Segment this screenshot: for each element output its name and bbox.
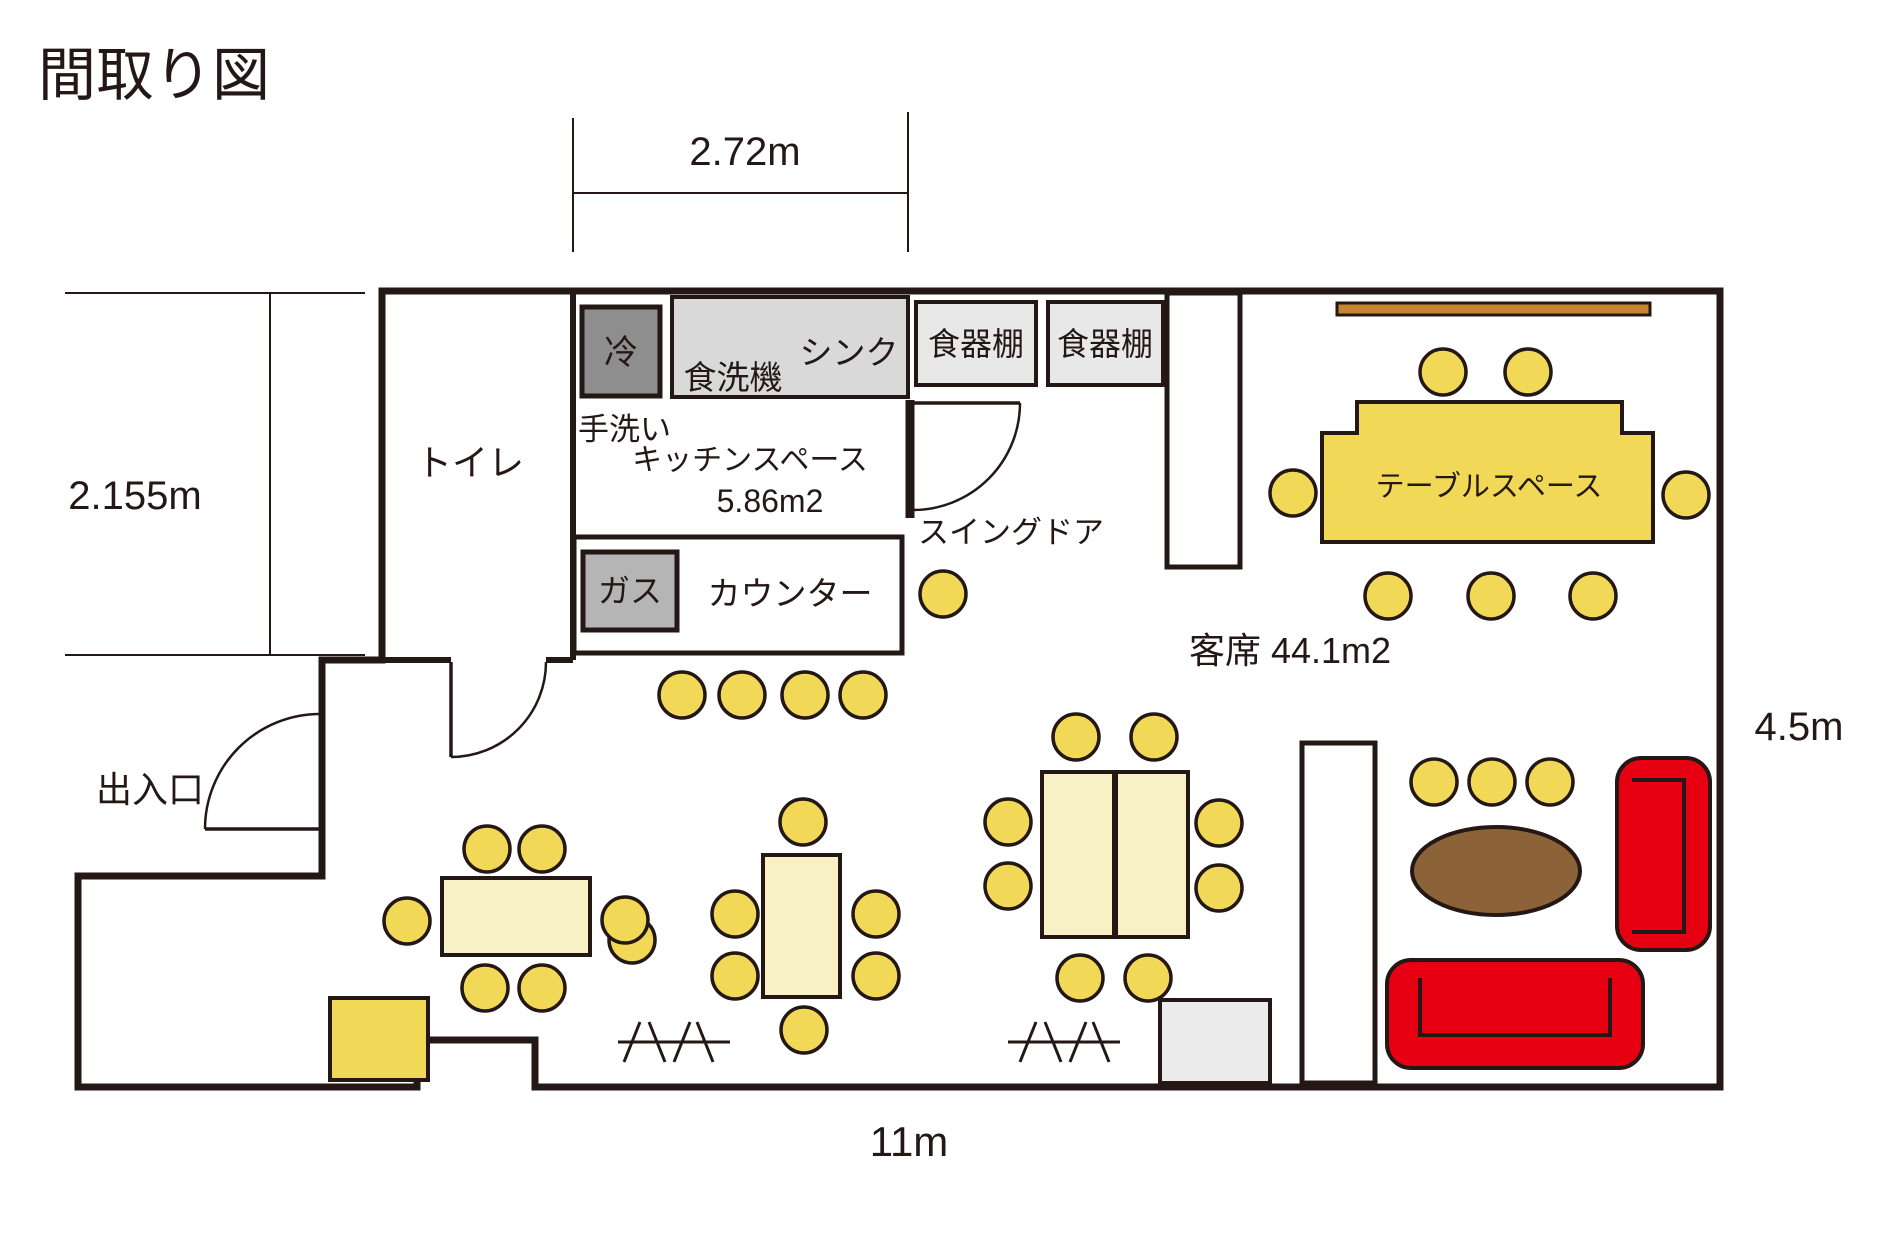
- hatch-left: [618, 1021, 730, 1063]
- chair: [710, 889, 760, 939]
- chair: [460, 963, 510, 1013]
- page-title: 間取り図: [38, 43, 270, 108]
- chair: [382, 896, 432, 946]
- chair: [1055, 953, 1105, 1003]
- dimension-right-label: 4.5m: [1755, 705, 1844, 749]
- chair: [838, 670, 888, 720]
- hand-wash-label: 手洗い: [578, 412, 671, 447]
- service-box-gray: [1158, 998, 1272, 1085]
- chair: [779, 1005, 829, 1055]
- chair: [657, 670, 707, 720]
- kitchen-name-label: キッチンスペース: [632, 444, 868, 477]
- swing-door-label: スイングドア: [918, 515, 1104, 550]
- cupboard-box-2: [1046, 300, 1165, 387]
- chair: [1051, 712, 1101, 762]
- dimension-top: 2.72m: [572, 112, 909, 252]
- toilet-door: [449, 661, 548, 759]
- table-space: [1320, 400, 1655, 544]
- dining-table-2: [761, 853, 842, 999]
- pillar-top: [1164, 290, 1243, 570]
- chairs: [382, 347, 1711, 1055]
- fridge-label: 冷: [604, 334, 638, 372]
- oval-table: [1410, 825, 1582, 917]
- chair: [1129, 712, 1179, 762]
- chair: [1418, 347, 1468, 397]
- swing-door: スイングドア: [905, 400, 1104, 550]
- toilet-label: トイレ: [416, 442, 524, 483]
- dining-table-1: [440, 876, 592, 957]
- entrance-label: 出入口: [96, 769, 204, 810]
- fridge-box: [579, 304, 663, 399]
- chair: [918, 569, 968, 619]
- chair: [462, 824, 512, 874]
- dining-table-3: [1040, 770, 1190, 939]
- sofa-bottom: [1385, 958, 1645, 1070]
- chair: [1568, 571, 1618, 621]
- chair: [778, 797, 828, 847]
- dimension-left-label: 2.155m: [68, 474, 201, 518]
- gas-box: [580, 549, 680, 633]
- sofa-right: [1615, 756, 1712, 952]
- chair: [851, 951, 901, 1001]
- chair: [1363, 571, 1413, 621]
- cupboard-label-2: 食器棚: [1057, 326, 1153, 362]
- chair: [710, 951, 760, 1001]
- chair: [1194, 798, 1244, 848]
- chair: [780, 670, 830, 720]
- chair: [600, 895, 650, 945]
- kitchen-area-label: 5.86m2: [717, 483, 824, 519]
- service-box-yellow: [328, 996, 430, 1082]
- chair: [1525, 757, 1575, 807]
- dimension-bottom-label: 11m: [870, 1118, 949, 1165]
- chair: [517, 824, 567, 874]
- chair: [1409, 757, 1459, 807]
- toilet-room: トイレ: [382, 291, 576, 759]
- gas-label: ガス: [598, 573, 662, 609]
- chair: [851, 889, 901, 939]
- chair: [1661, 470, 1711, 520]
- chair: [1123, 953, 1173, 1003]
- seating-area-label: 客席 44.1m2: [1189, 630, 1391, 671]
- chair: [1467, 757, 1517, 807]
- wall-counter-bar: [1335, 301, 1652, 317]
- hatch-right: [1008, 1021, 1120, 1063]
- dimension-top-label: 2.72m: [689, 130, 800, 174]
- chair: [1194, 863, 1244, 913]
- chair: [1503, 347, 1553, 397]
- chair: [983, 861, 1033, 911]
- counter-label: カウンター: [708, 575, 873, 612]
- entrance-door: 出入口: [96, 712, 321, 831]
- cupboard-label-1: 食器棚: [928, 326, 1024, 362]
- chair: [517, 963, 567, 1013]
- dishwasher-label: 食洗機: [684, 359, 783, 396]
- sink-dishwasher-box: [670, 295, 910, 399]
- chair: [1268, 468, 1318, 518]
- cupboard-box-1: [914, 300, 1038, 387]
- dimension-left: 2.155m: [65, 292, 365, 656]
- chair: [983, 797, 1033, 847]
- chair: [717, 670, 767, 720]
- chair: [1466, 571, 1516, 621]
- sink-label: シンク: [800, 334, 899, 371]
- table-space-label: テーブルスペース: [1376, 470, 1603, 503]
- pillar-bottom: [1299, 740, 1378, 1086]
